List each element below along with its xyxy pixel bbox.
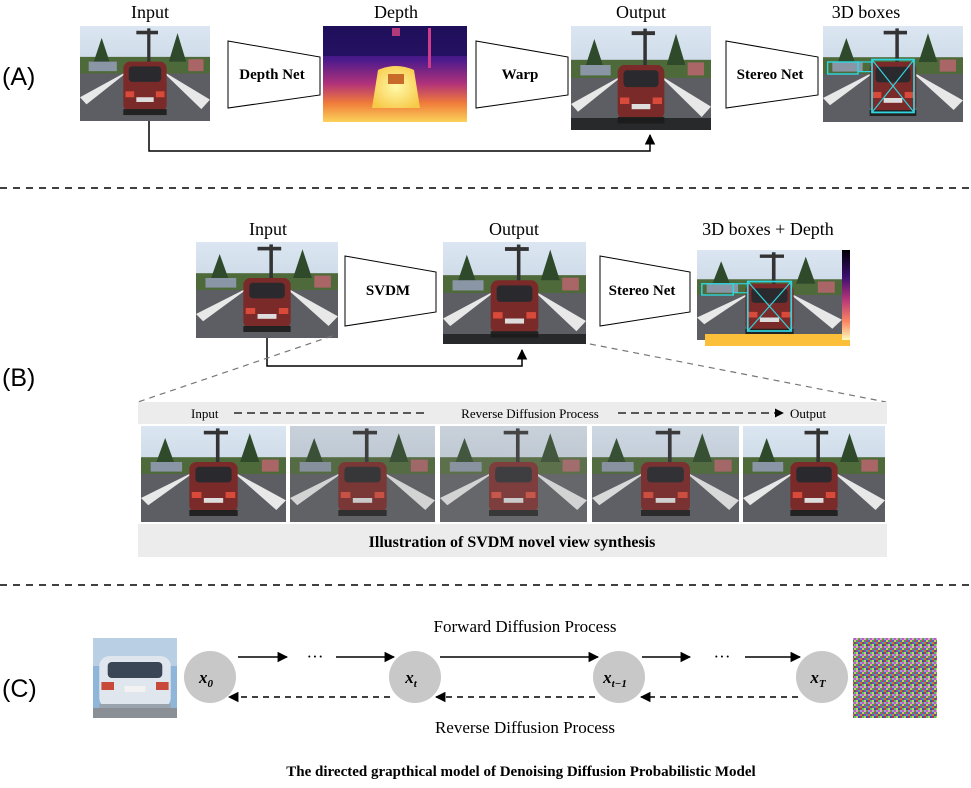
- svg-text:xT: xT: [809, 668, 827, 690]
- b-output-label: Output: [489, 219, 539, 239]
- b-diffusion-strip: Input Reverse Diffusion Process Output I…: [138, 402, 887, 557]
- c-noise-image: [853, 638, 937, 718]
- c-node-xt-1: xt−1: [593, 651, 645, 703]
- a-boxes-label: 3D boxes: [832, 2, 901, 22]
- c-node-x0: x0: [184, 651, 236, 703]
- c-reverse-label: Reverse Diffusion Process: [435, 718, 615, 737]
- a-depth-map-image: [323, 26, 467, 122]
- section-label-b: (B): [2, 364, 35, 392]
- a-skip-arrow: [148, 121, 656, 152]
- a-output-image: [571, 26, 711, 130]
- b-boxes-depth-image: [697, 250, 850, 346]
- a-warp-block: Warp: [475, 40, 569, 109]
- b-boxes-depth-label: 3D boxes + Depth: [702, 219, 834, 239]
- b-svdm-block: SVDM: [344, 255, 437, 327]
- a-input-label: Input: [131, 2, 169, 22]
- c-node-xt: xt: [389, 651, 441, 703]
- b-strip-input-label: Input: [191, 406, 219, 421]
- a-stereo-net-label: Stereo Net: [737, 67, 804, 83]
- b-strip-frame-1: [141, 426, 286, 522]
- b-strip-frame-4: [592, 426, 739, 522]
- svg-text:xt: xt: [404, 668, 418, 690]
- b-output-image: [443, 242, 586, 344]
- c-forward-label: Forward Diffusion Process: [434, 617, 617, 636]
- c-forward-dots-1: ···: [307, 647, 324, 666]
- b-strip-frame-2: [290, 426, 435, 522]
- section-label-a: (A): [2, 63, 35, 91]
- a-input-image: [80, 26, 210, 121]
- c-caption: The directed grapthical model of Denoisi…: [286, 764, 755, 780]
- a-warp-label: Warp: [502, 67, 539, 83]
- b-strip-process-label: Reverse Diffusion Process: [461, 406, 599, 421]
- b-svdm-label: SVDM: [366, 283, 410, 299]
- b-strip-frame-5: [743, 426, 885, 522]
- a-3d-boxes-image: [823, 26, 963, 122]
- b-stereo-net-label: Stereo Net: [609, 283, 676, 299]
- b-depth-colorbar: [842, 250, 850, 340]
- a-depth-net-block: Depth Net: [227, 40, 321, 109]
- section-label-c: (C): [2, 675, 37, 703]
- b-stereo-net-block: Stereo Net: [599, 255, 691, 327]
- a-output-label: Output: [616, 2, 666, 22]
- c-forward-dots-2: ···: [714, 647, 731, 666]
- svg-text:xt−1: xt−1: [602, 668, 627, 690]
- b-zoom-line-right: [589, 343, 887, 403]
- b-input-image: [196, 242, 338, 338]
- a-depth-label: Depth: [374, 2, 418, 22]
- b-strip-caption: Illustration of SVDM novel view synthesi…: [369, 534, 656, 551]
- b-skip-arrow: [266, 338, 528, 367]
- b-input-label: Input: [249, 219, 287, 239]
- b-zoom-line-left: [137, 335, 333, 403]
- a-stereo-net-block: Stereo Net: [725, 40, 819, 109]
- b-strip-frame-3: [440, 426, 587, 522]
- b-strip-output-label: Output: [790, 406, 827, 421]
- a-depth-net-label: Depth Net: [239, 67, 304, 83]
- c-node-xT: xT: [796, 651, 848, 703]
- c-clean-image: [93, 638, 177, 718]
- svg-text:x0: x0: [198, 668, 214, 690]
